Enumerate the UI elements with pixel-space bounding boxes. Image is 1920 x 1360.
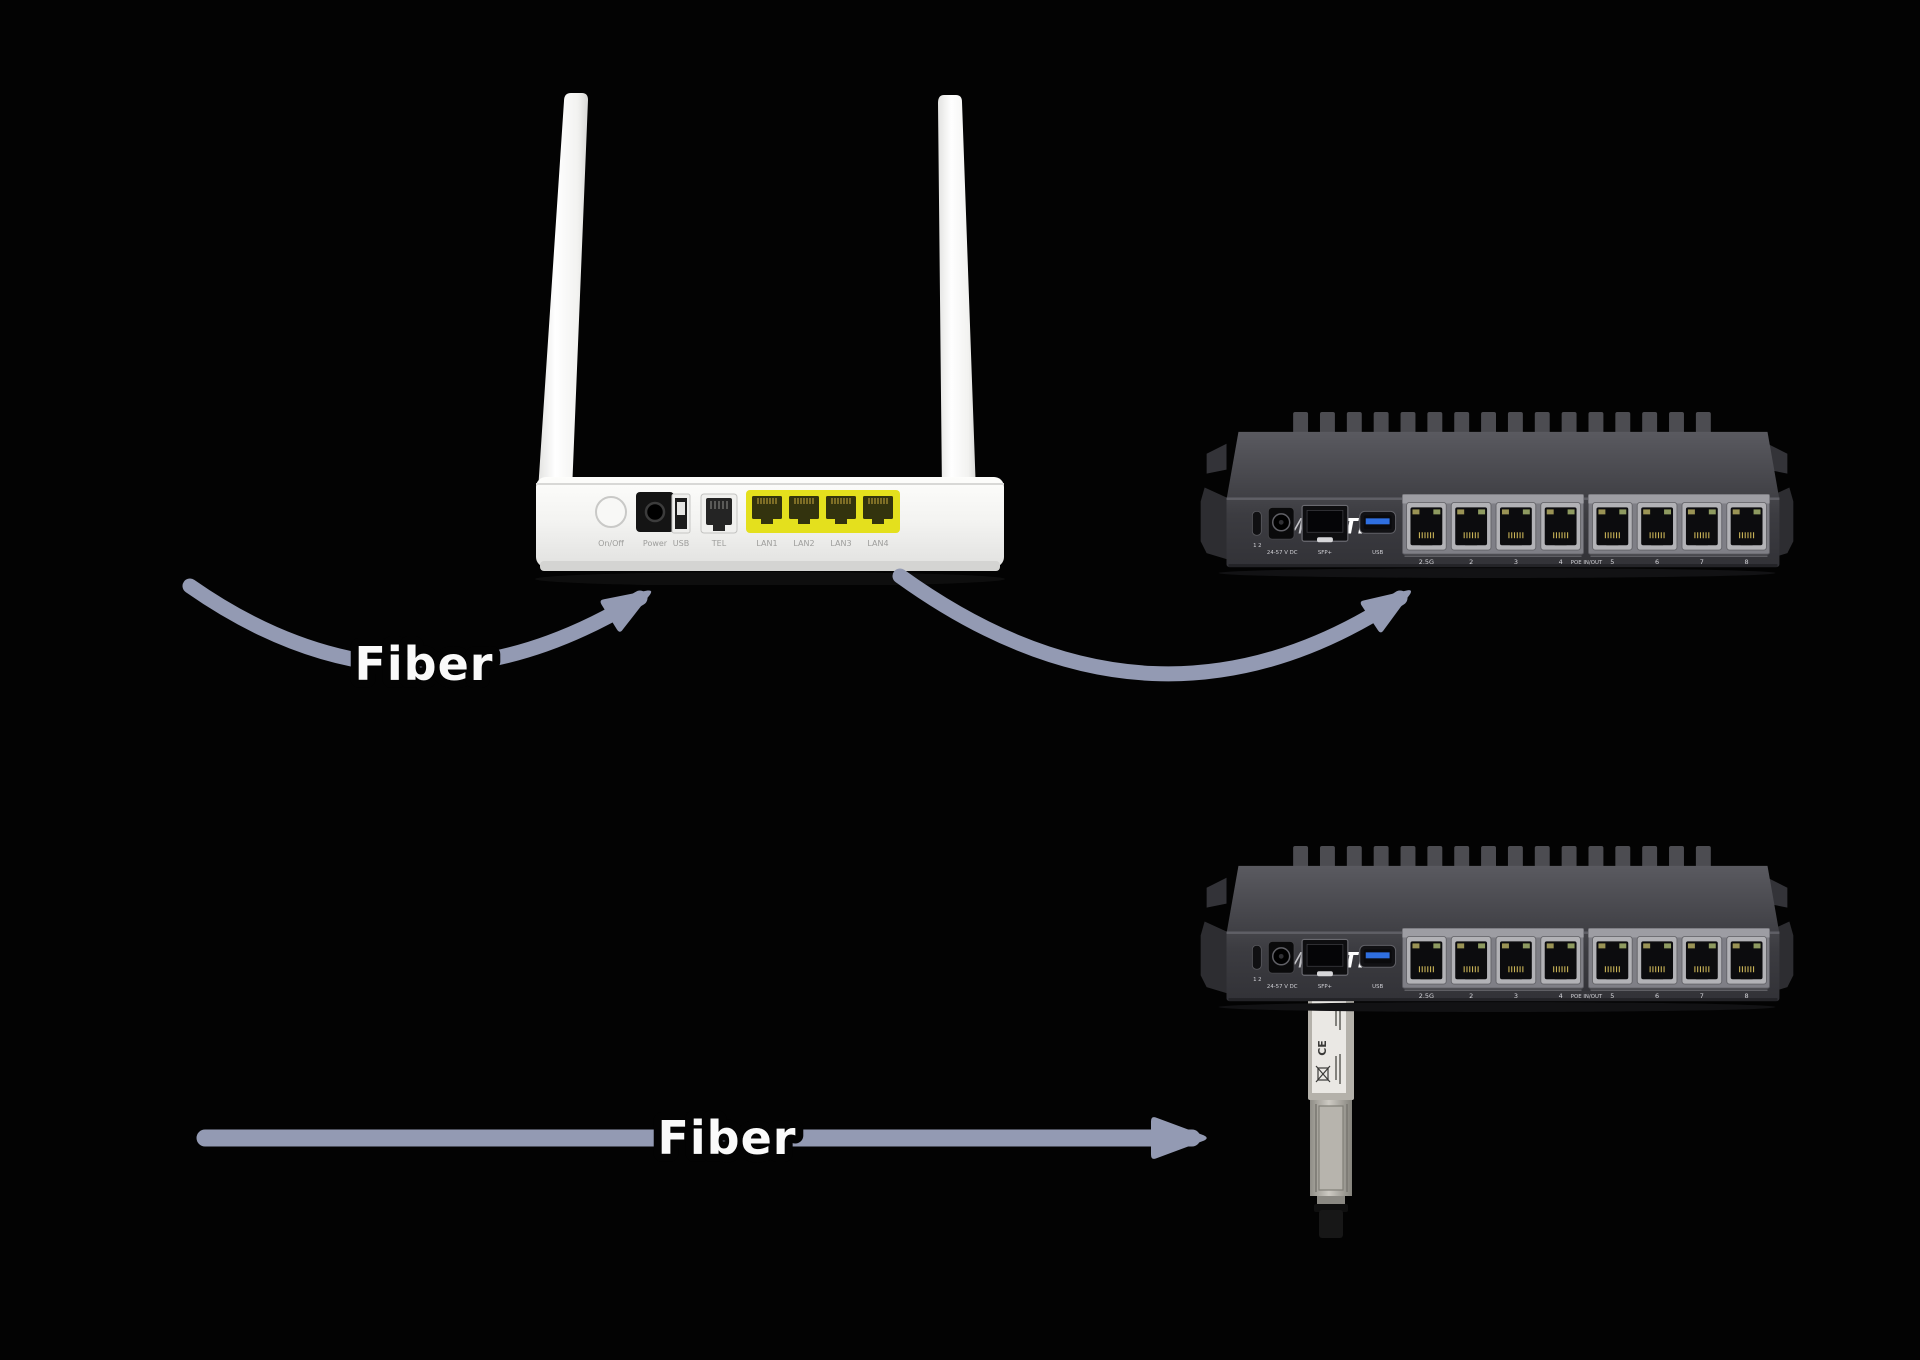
sfp-neck — [1317, 1196, 1345, 1206]
sfp-gpon-module: CE — [1308, 996, 1354, 1238]
ont-usb-port — [671, 493, 691, 534]
ont-lan-label: LAN2 — [793, 539, 814, 548]
ont-lan-ports — [746, 490, 900, 533]
ont-lan-label: LAN4 — [867, 539, 888, 548]
sfp-connector — [1314, 1204, 1348, 1238]
fiber-arrow-ont-to-router — [892, 568, 1412, 682]
crossed-bin-icon — [1315, 1065, 1331, 1083]
ont-lan-label: LAN3 — [830, 539, 851, 548]
fiber-arrow-to-ont — [182, 578, 652, 674]
ont-usb-label: USB — [673, 539, 689, 548]
ont-lan-label: LAN1 — [756, 539, 777, 548]
sfp-label: CE — [1312, 1001, 1346, 1093]
ont-onoff-button — [595, 496, 627, 528]
sfp-latch — [1318, 1105, 1344, 1191]
ce-mark: CE — [1316, 1040, 1329, 1056]
ont-antenna-right — [938, 95, 976, 493]
ont-power-jack — [636, 492, 674, 532]
ont-antenna-left — [538, 93, 588, 491]
ont-tel-label: TEL — [711, 539, 727, 548]
ont-tel-port — [700, 493, 738, 534]
ont-router-image: On/Off Power USB TEL L — [535, 93, 1005, 585]
ont-onoff-label: On/Off — [598, 539, 624, 548]
fiber-label-1: Fiber — [354, 637, 493, 691]
ont-power-label: Power — [643, 539, 668, 548]
fiber-label-2: Fiber — [657, 1111, 796, 1165]
label-text-lines-icon — [1335, 1008, 1341, 1084]
